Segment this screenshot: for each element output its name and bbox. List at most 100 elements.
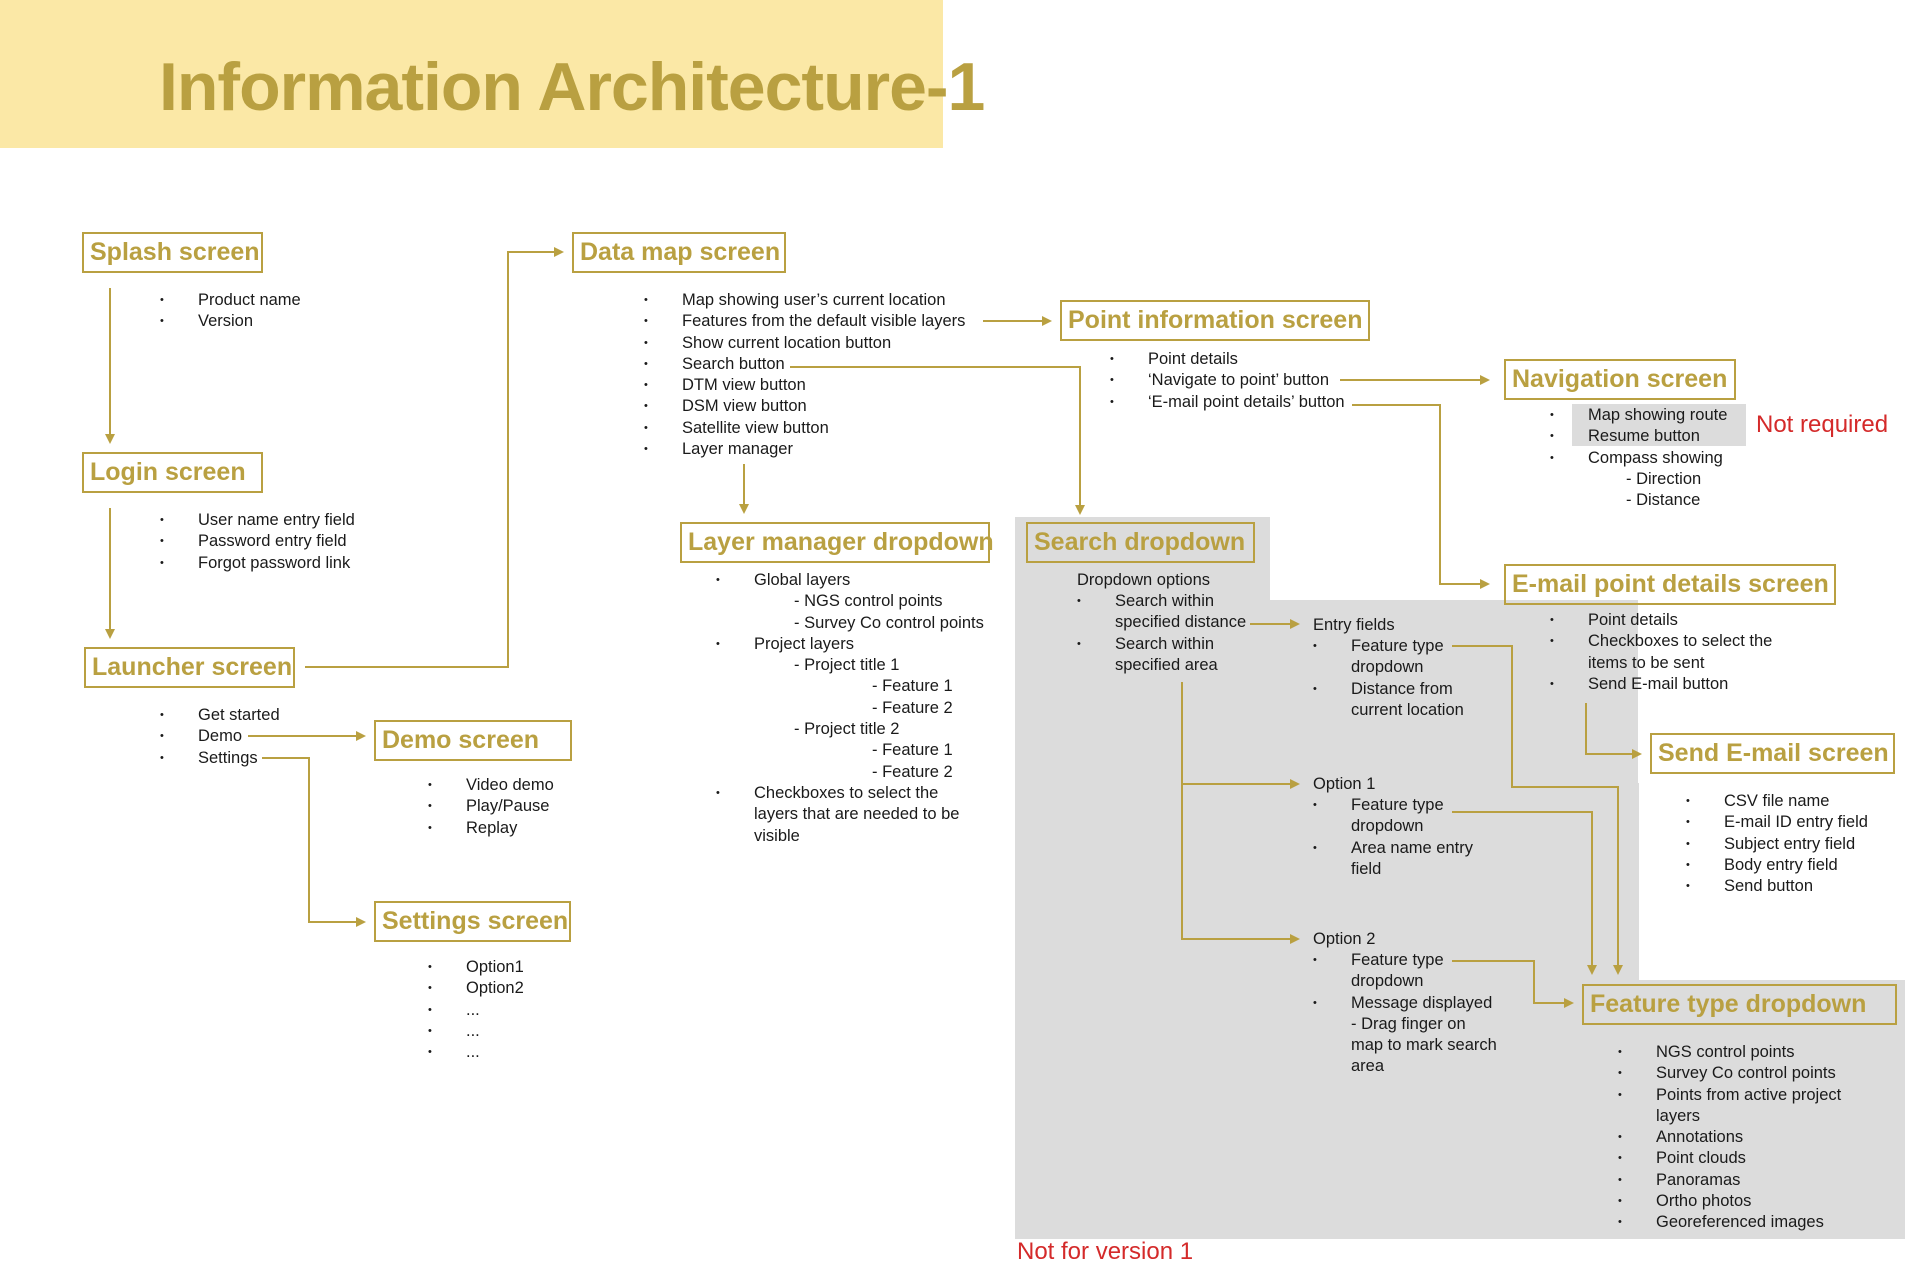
list-item: Settings bbox=[160, 748, 280, 770]
list-item: Checkboxes to select the bbox=[1550, 631, 1772, 653]
list-item: ‘E-mail point details’ button bbox=[1110, 392, 1344, 414]
list-item: Panoramas bbox=[1618, 1170, 1841, 1192]
node-launcher-screen: Launcher screen bbox=[84, 647, 295, 688]
list-item: Demo bbox=[160, 726, 280, 748]
list-item: Compass showing bbox=[1550, 448, 1727, 470]
list-item: E-mail ID entry field bbox=[1686, 812, 1868, 834]
option2-heading: Option 2 bbox=[1313, 929, 1375, 950]
entry-items: Feature typedropdownDistance fromcurrent… bbox=[1313, 636, 1464, 721]
list-item: Replay bbox=[428, 818, 554, 840]
arrow-email-point bbox=[1352, 404, 1490, 589]
list-item: - Direction bbox=[1626, 469, 1702, 488]
node-label: Settings screen bbox=[382, 907, 569, 935]
list-item: Layer manager bbox=[644, 439, 965, 461]
search-heading-text: Dropdown options bbox=[1077, 571, 1210, 589]
list-item: visible bbox=[754, 826, 800, 845]
list-item: ‘Navigate to point’ button bbox=[1110, 370, 1345, 392]
node-layer-manager-dropdown: Layer manager dropdown bbox=[680, 522, 994, 563]
list-item: Features from the default visible layers bbox=[644, 311, 965, 333]
list-item: field bbox=[1351, 859, 1382, 878]
list-item: Search within bbox=[1077, 634, 1246, 656]
list-item: - Drag finger on bbox=[1351, 1014, 1466, 1033]
login-items: User name entry fieldPassword entry fiel… bbox=[160, 510, 355, 575]
list-item: Satellite view button bbox=[644, 418, 965, 440]
list-item: Send button bbox=[1686, 876, 1868, 898]
list-item: Forgot password link bbox=[160, 553, 355, 575]
list-item: - Survey Co control points bbox=[794, 613, 984, 632]
list-item: layers bbox=[1656, 1106, 1701, 1125]
list-item: - Project title 2 bbox=[794, 720, 900, 739]
list-item: dropdown bbox=[1351, 817, 1424, 836]
demo-items: Video demoPlay/PauseReplay bbox=[428, 775, 554, 840]
search-heading: Dropdown options bbox=[1077, 570, 1210, 591]
launcher-items: Get startedDemoSettings bbox=[160, 705, 280, 770]
node-splash-screen: Splash screen bbox=[82, 232, 263, 273]
entry-heading: Entry fields bbox=[1313, 615, 1395, 636]
list-item: Ortho photos bbox=[1618, 1191, 1841, 1213]
entry-heading-text: Entry fields bbox=[1313, 616, 1395, 634]
list-item: Point details bbox=[1550, 610, 1772, 632]
layermgr-items: Global layers- NGS control points- Surve… bbox=[716, 570, 984, 847]
node-login-screen: Login screen bbox=[82, 452, 263, 493]
list-item: ... bbox=[428, 1042, 524, 1064]
list-item: dropdown bbox=[1351, 972, 1424, 991]
node-label: Login screen bbox=[90, 458, 246, 486]
node-label: Launcher screen bbox=[92, 653, 293, 681]
list-item: Feature type bbox=[1313, 950, 1497, 972]
node-search-dropdown: Search dropdown bbox=[1026, 522, 1255, 563]
node-send-email-screen: Send E-mail screen bbox=[1650, 733, 1895, 774]
list-item: ... bbox=[428, 1021, 524, 1043]
list-item: current location bbox=[1351, 700, 1464, 719]
list-item: Search button bbox=[644, 354, 965, 376]
list-item: User name entry field bbox=[160, 510, 355, 532]
list-item: Points from active project bbox=[1618, 1085, 1841, 1107]
list-item: Resume button bbox=[1550, 426, 1727, 448]
list-item: specified distance bbox=[1115, 613, 1247, 632]
list-item: Body entry field bbox=[1686, 855, 1868, 877]
pointinfo-items: Point details‘Navigate to point’ button‘… bbox=[1110, 349, 1345, 414]
list-item: DTM view button bbox=[644, 375, 965, 397]
settings-items: Option1Option2......... bbox=[428, 957, 524, 1064]
list-item: Play/Pause bbox=[428, 796, 554, 818]
list-item: Option1 bbox=[428, 957, 524, 979]
option2-heading-text: Option 2 bbox=[1313, 930, 1376, 948]
option2-items: Feature typedropdownMessage displayed- D… bbox=[1313, 950, 1497, 1078]
list-item: layers that are needed to be bbox=[754, 805, 960, 824]
node-label: Point information screen bbox=[1068, 306, 1363, 334]
list-item: Message displayed bbox=[1313, 993, 1497, 1015]
list-item: Global layers bbox=[716, 570, 984, 592]
list-item: dropdown bbox=[1351, 658, 1424, 677]
title-banner bbox=[0, 0, 943, 148]
list-item: Map showing user’s current location bbox=[644, 290, 965, 312]
list-item: Point clouds bbox=[1618, 1148, 1841, 1170]
navigation-items: Map showing routeResume buttonCompass sh… bbox=[1550, 405, 1728, 511]
option1-heading-text: Option 1 bbox=[1313, 775, 1376, 793]
node-label: Feature type dropdown bbox=[1590, 990, 1867, 1018]
list-item: Send E-mail button bbox=[1550, 674, 1772, 696]
list-item: Show current location button bbox=[644, 333, 965, 355]
list-item: - Feature 1 bbox=[872, 741, 953, 760]
node-label: Data map screen bbox=[580, 238, 781, 266]
list-item: specified area bbox=[1115, 655, 1218, 674]
not-v1-region bbox=[1534, 783, 1639, 983]
arrow-launcher-datamap bbox=[305, 247, 564, 668]
node-data-map-screen: Data map screen bbox=[572, 232, 786, 273]
node-label: Search dropdown bbox=[1034, 528, 1246, 556]
list-item: Feature type bbox=[1313, 636, 1464, 658]
node-feature-type-dropdown: Feature type dropdown bbox=[1582, 984, 1897, 1025]
list-item: Project layers bbox=[716, 634, 984, 656]
node-label: Send E-mail screen bbox=[1658, 739, 1889, 767]
node-point-information-screen: Point information screen bbox=[1060, 300, 1370, 341]
list-item: Video demo bbox=[428, 775, 554, 797]
node-settings-screen: Settings screen bbox=[374, 901, 571, 942]
list-item: Point details bbox=[1110, 349, 1345, 371]
list-item: Checkboxes to select the bbox=[716, 783, 984, 805]
list-item: Subject entry field bbox=[1686, 834, 1868, 856]
arrow-settings bbox=[262, 757, 366, 927]
option1-heading: Option 1 bbox=[1313, 774, 1375, 795]
list-item: Password entry field bbox=[160, 531, 355, 553]
not-required-note: Not required bbox=[1756, 411, 1889, 438]
list-item: - Project title 1 bbox=[794, 656, 900, 675]
